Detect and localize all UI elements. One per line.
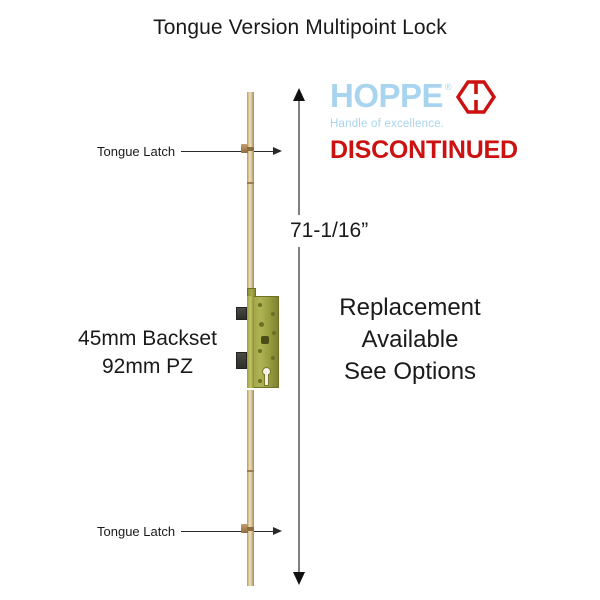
replacement-line-3: See Options <box>343 358 477 385</box>
brand-logo-row: HOPPE ® <box>330 77 510 114</box>
gearbox-rivet <box>271 356 275 360</box>
gearbox-rivet <box>272 331 276 335</box>
replacement-line-1: Replacement <box>339 294 481 321</box>
gearbox-faceplate <box>247 296 254 388</box>
dimension-line <box>298 96 300 574</box>
spec-backset-block: 45mm Backset 92mm PZ <box>60 325 235 381</box>
callout-tongue-latch-top: Tongue Latch <box>97 142 283 160</box>
callout-label-bottom: Tongue Latch <box>97 523 176 539</box>
gearbox-rivet <box>258 303 262 307</box>
gearbox-rivet <box>258 349 262 353</box>
brand-wordmark: HOPPE <box>330 77 444 114</box>
tongue-latch-pin-bottom <box>247 527 254 531</box>
callout-arrow-top <box>273 147 283 155</box>
latch-bolt-upper <box>236 307 247 320</box>
spec-backset: 45mm Backset <box>78 327 217 350</box>
callout-label-top: Tongue Latch <box>97 143 176 159</box>
trademark-symbol: ® <box>445 82 452 92</box>
brand-tagline: Handle of excellence. <box>330 118 445 130</box>
page-title: Tongue Version Multipoint Lock <box>153 16 447 39</box>
spec-profile: 92mm PZ <box>101 355 193 378</box>
callout-leader-line-bottom <box>181 530 275 532</box>
hoppe-hexagon-icon <box>455 80 496 119</box>
gearbox-neck <box>247 288 256 300</box>
faceplate-rail-upper <box>247 92 254 290</box>
callout-arrow-bottom <box>273 527 283 535</box>
rail-seam-upper <box>247 182 254 184</box>
gearbox-rivet <box>271 312 275 316</box>
dimension-arrow-top <box>293 88 305 101</box>
status-badge-discontinued: DISCONTINUED <box>330 136 518 164</box>
tongue-latch-bottom <box>241 524 248 533</box>
callout-tongue-latch-bottom: Tongue Latch <box>97 522 283 540</box>
tongue-latch-top <box>241 144 248 153</box>
tongue-latch-pin-top <box>247 147 254 151</box>
dimension-label: 71-1/16” <box>284 215 375 247</box>
gearbox-rivet <box>259 322 264 327</box>
dead-bolt-lower <box>236 352 247 369</box>
dimension-arrow-bottom <box>293 572 305 585</box>
cylinder-keyhole-stem <box>264 374 269 386</box>
callout-leader-line-top <box>181 150 275 152</box>
brand-logo-block: HOPPE ® Handle of excellence. DISCONTINU… <box>330 77 518 165</box>
faceplate-rail-lower <box>247 390 254 586</box>
gearbox-rivet <box>258 379 262 383</box>
replacement-line-2: Available <box>361 326 459 353</box>
replacement-notice: Replacement Available See Options <box>310 292 510 388</box>
spindle-hole <box>261 336 269 344</box>
rail-seam-lower <box>247 470 254 472</box>
